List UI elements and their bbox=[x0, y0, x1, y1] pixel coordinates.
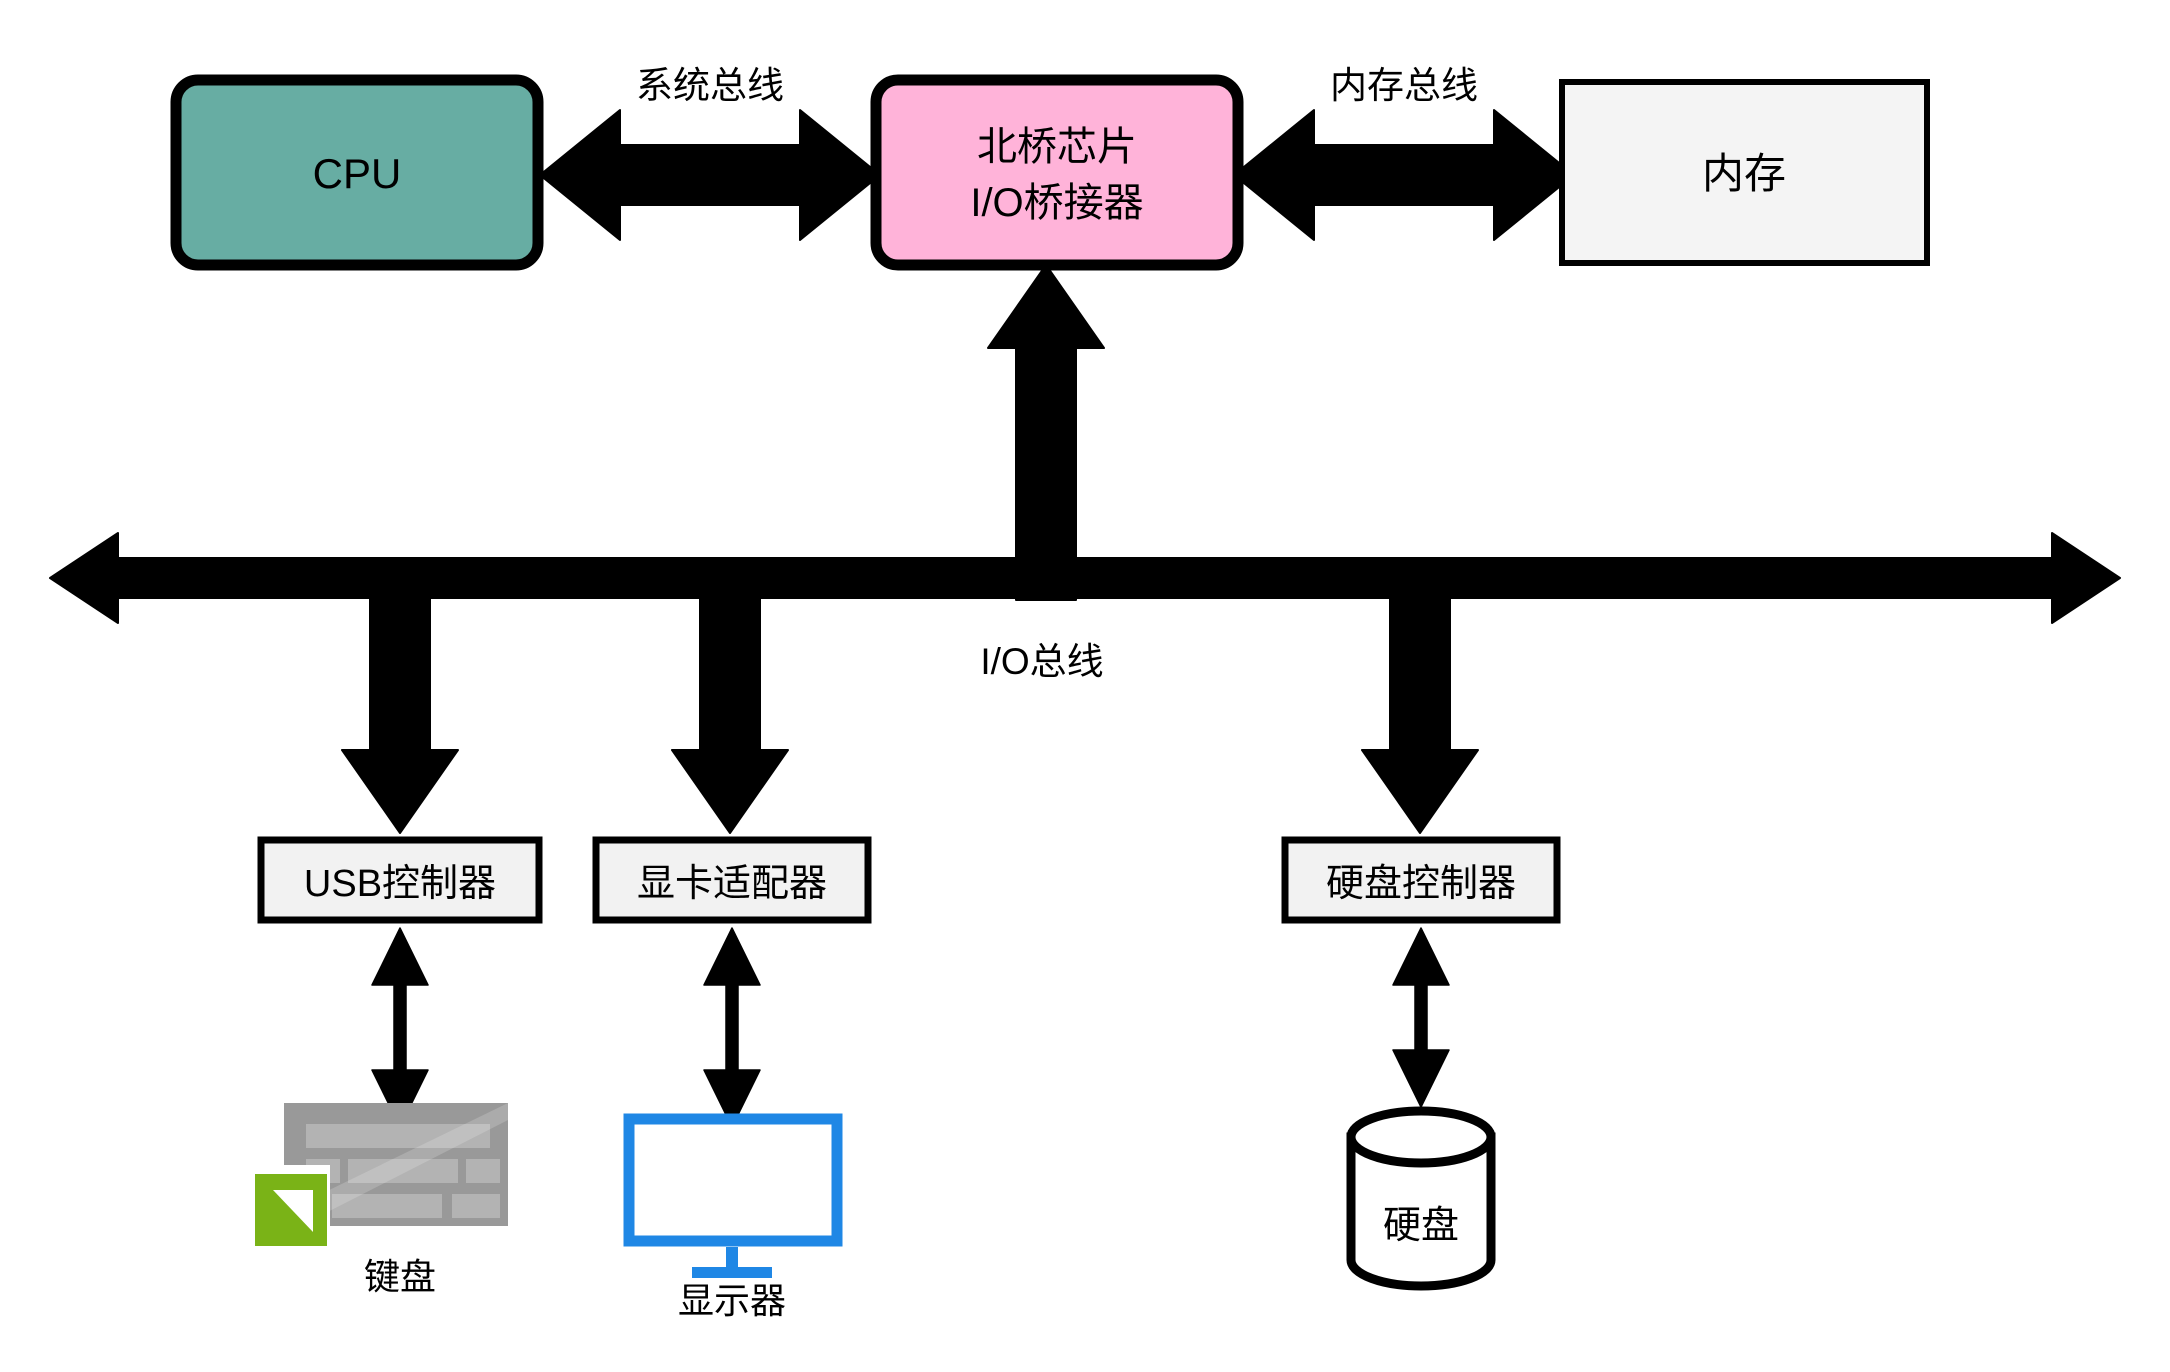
disk-controller-box-shape bbox=[1281, 836, 1561, 924]
io-bus-label: I/O总线 bbox=[980, 641, 1103, 682]
cpu-box-shape bbox=[170, 74, 544, 271]
graphics-adapter-label: 显卡适配器 bbox=[637, 863, 827, 905]
usb-controller-box-shape bbox=[257, 836, 543, 924]
memory-bus-label: 内存总线 bbox=[1330, 65, 1478, 106]
monitor-icon bbox=[623, 1113, 843, 1278]
disk-controller-to-harddisk-arrow bbox=[1392, 927, 1450, 1108]
io-bus-bar[interactable] bbox=[49, 532, 2121, 624]
bridge-to-io-bus-arrow bbox=[987, 264, 1105, 601]
graphics-adapter-box-shape bbox=[592, 836, 872, 924]
harddisk-label: 硬盘 bbox=[1383, 1205, 1459, 1247]
usb-controller-to-keyboard-arrow bbox=[371, 927, 429, 1128]
cpu-label: CPU bbox=[313, 150, 402, 197]
graphics-adapter-to-monitor-arrow bbox=[703, 927, 761, 1128]
memory-box-shape bbox=[1559, 79, 1930, 266]
node-memory[interactable]: 内存 bbox=[1559, 79, 1930, 266]
harddisk-cylinder-icon: 硬盘 bbox=[1346, 1106, 1496, 1291]
node-graphics-adapter[interactable]: 显卡适配器 bbox=[592, 836, 872, 924]
keyboard-label: 键盘 bbox=[364, 1256, 436, 1297]
node-disk-controller[interactable]: 硬盘控制器 bbox=[1281, 836, 1561, 924]
io-bus-to-usb-controller-arrow bbox=[341, 597, 459, 834]
keyboard-icon bbox=[246, 1103, 508, 1249]
northbridge-label-line2: I/O桥接器 bbox=[970, 181, 1143, 225]
system-bus-label: 系统总线 bbox=[636, 65, 784, 106]
node-usb-controller[interactable]: USB控制器 bbox=[257, 836, 543, 924]
io-bus-to-disk-controller-arrow bbox=[1361, 597, 1479, 834]
disk-controller-label: 硬盘控制器 bbox=[1326, 863, 1516, 905]
keyboard-badge-icon bbox=[255, 1174, 327, 1246]
node-cpu[interactable]: CPU bbox=[170, 74, 544, 271]
northbridge-box-shape bbox=[870, 74, 1244, 271]
system-bus-arrow bbox=[539, 109, 881, 241]
usb-controller-label: USB控制器 bbox=[304, 863, 496, 905]
io-bus-to-graphics-adapter-arrow bbox=[671, 597, 789, 834]
northbridge-label-line1: 北桥芯片 bbox=[977, 125, 1137, 169]
memory-label: 内存 bbox=[1702, 150, 1786, 197]
memory-bus-arrow bbox=[1233, 109, 1575, 241]
node-northbridge[interactable]: 北桥芯片 I/O桥接器 bbox=[870, 74, 1244, 271]
monitor-label: 显示器 bbox=[678, 1280, 786, 1321]
